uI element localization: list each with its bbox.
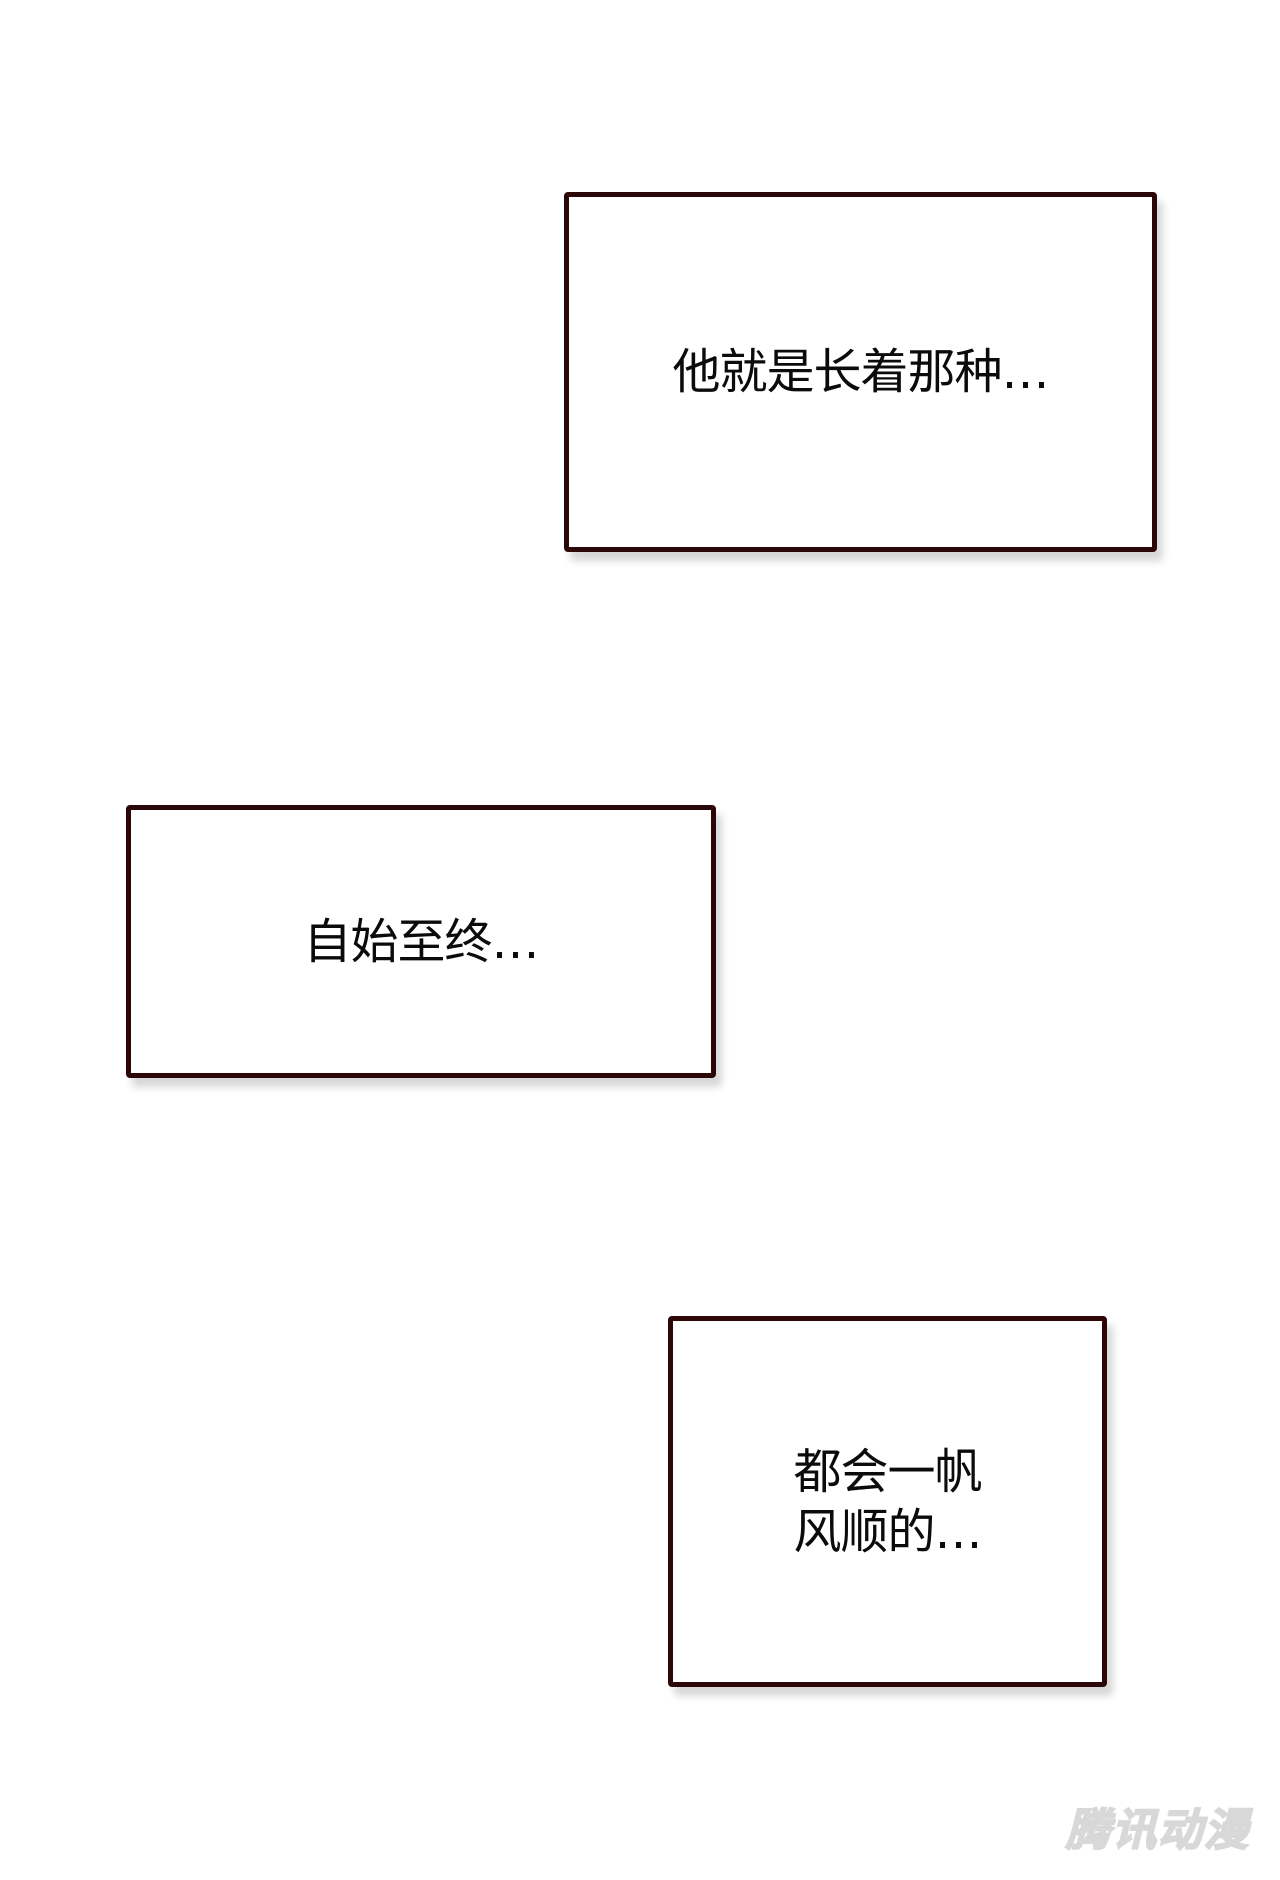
caption-text-2: 自始至终…: [303, 913, 539, 970]
caption-text-1: 他就是长着那种…: [672, 344, 1049, 400]
caption-box-1: 他就是长着那种…: [564, 192, 1157, 552]
caption-box-3: 都会一帆 风顺的…: [668, 1316, 1107, 1687]
caption-box-2: 自始至终…: [126, 805, 716, 1078]
watermark-logo: 腾讯动漫: [1065, 1804, 1250, 1857]
caption-text-3: 都会一帆 风顺的…: [793, 1443, 982, 1560]
